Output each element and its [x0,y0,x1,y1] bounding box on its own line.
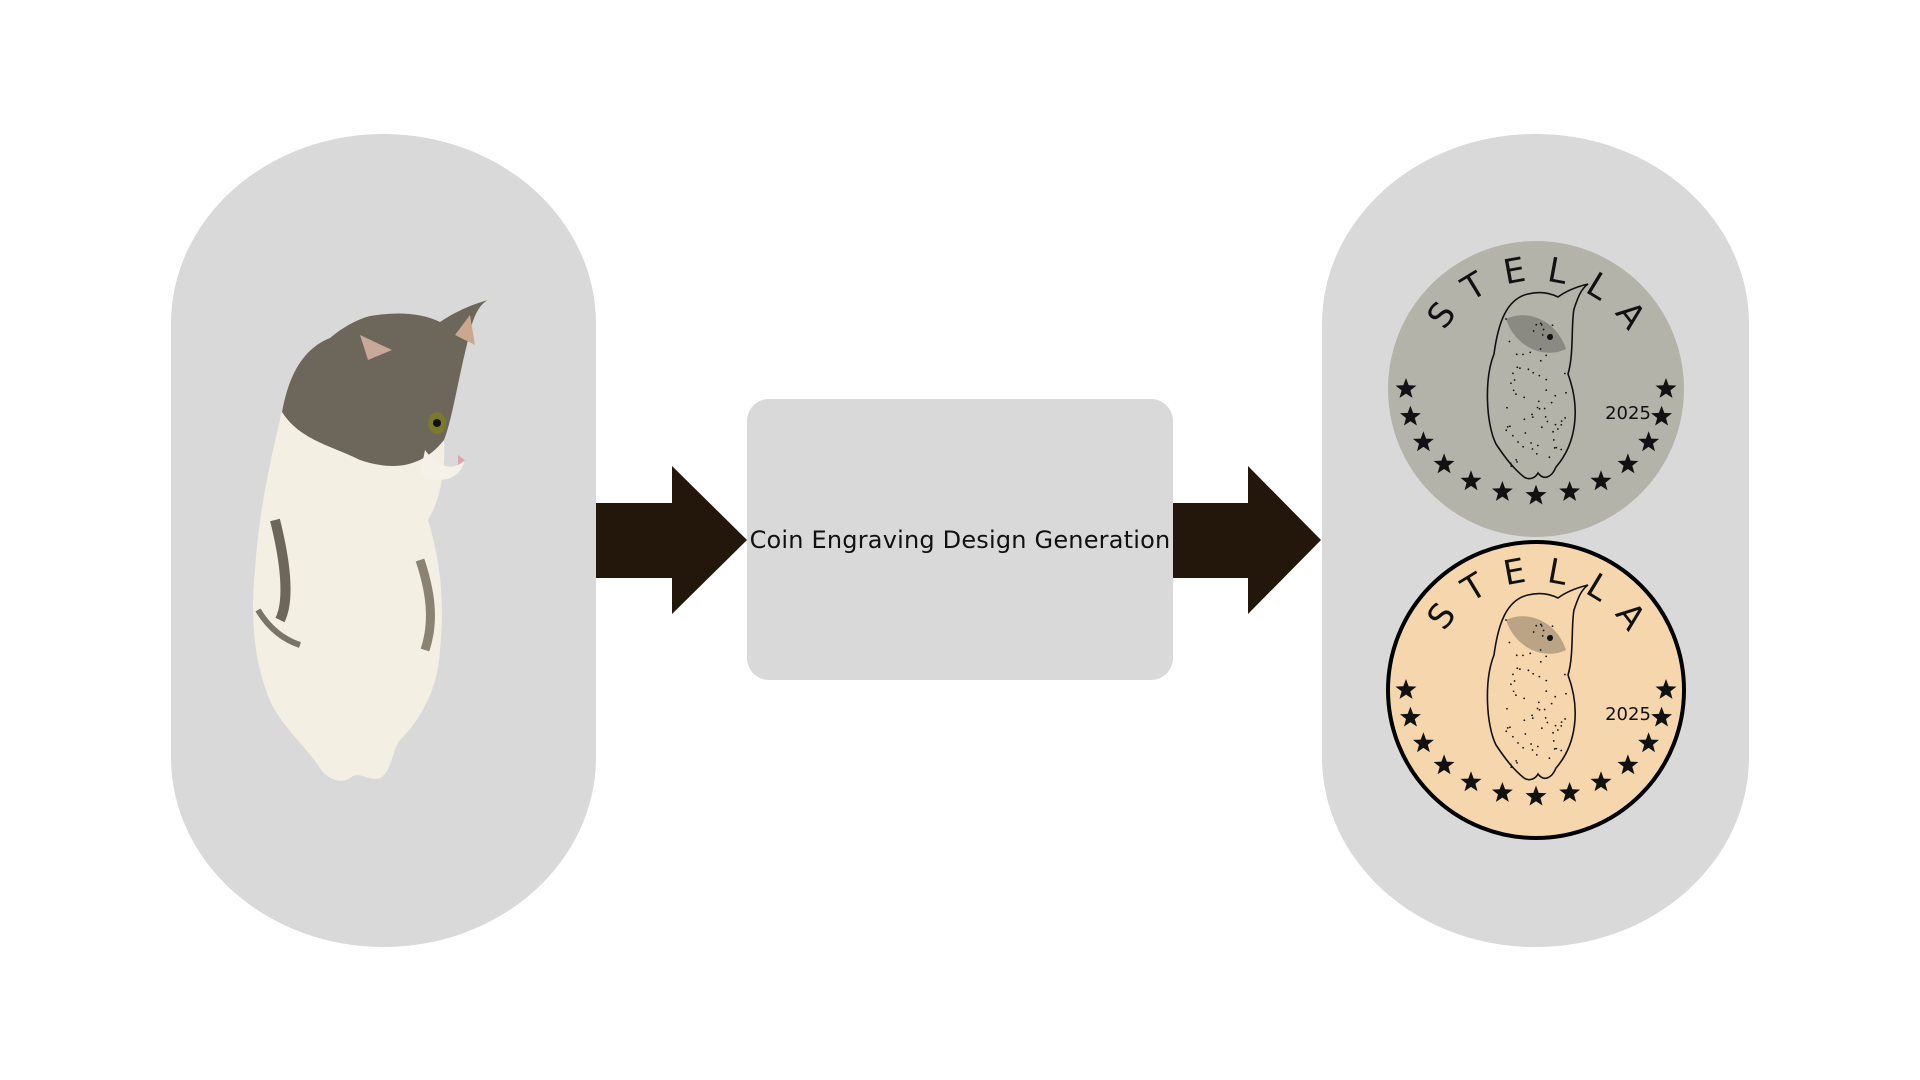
star-icon [1651,405,1672,426]
star-icon [1590,470,1612,491]
engraved-cat [1486,283,1589,480]
star-icon [1525,785,1547,806]
arrow-right-icon [596,466,747,614]
star-icon [1655,378,1677,398]
star-icon [1460,470,1482,491]
engraved-cat [1486,584,1589,781]
star-icon [1395,378,1417,398]
star-icon [1413,431,1434,452]
star-icon [1590,771,1612,792]
star-icon [1400,405,1421,426]
star-icon [1655,679,1677,699]
star-icon [1559,481,1581,501]
star-icon [1651,706,1672,727]
star-icon [1491,782,1513,802]
cat-photo [253,300,488,781]
star-icon [1433,754,1455,775]
star-icon [1491,481,1513,501]
coin-year: 2025 [1605,403,1651,424]
star-icon [1413,732,1434,753]
star-icon [1395,679,1417,699]
process-box: Coin Engraving Design Generation [747,399,1173,680]
star-icon [1460,771,1482,792]
star-icon [1525,484,1547,505]
star-icon [1559,782,1581,802]
coin-face [1388,241,1684,537]
arrow-right-icon [1173,466,1321,614]
coin-face [1386,540,1686,840]
process-label: Coin Engraving Design Generation [749,525,1171,554]
star-icon [1638,431,1659,452]
star-icon [1617,453,1639,474]
coin-year: 2025 [1605,704,1651,725]
star-icon [1400,706,1421,727]
star-icon [1638,732,1659,753]
star-icon [1617,754,1639,775]
star-icon [1433,453,1455,474]
